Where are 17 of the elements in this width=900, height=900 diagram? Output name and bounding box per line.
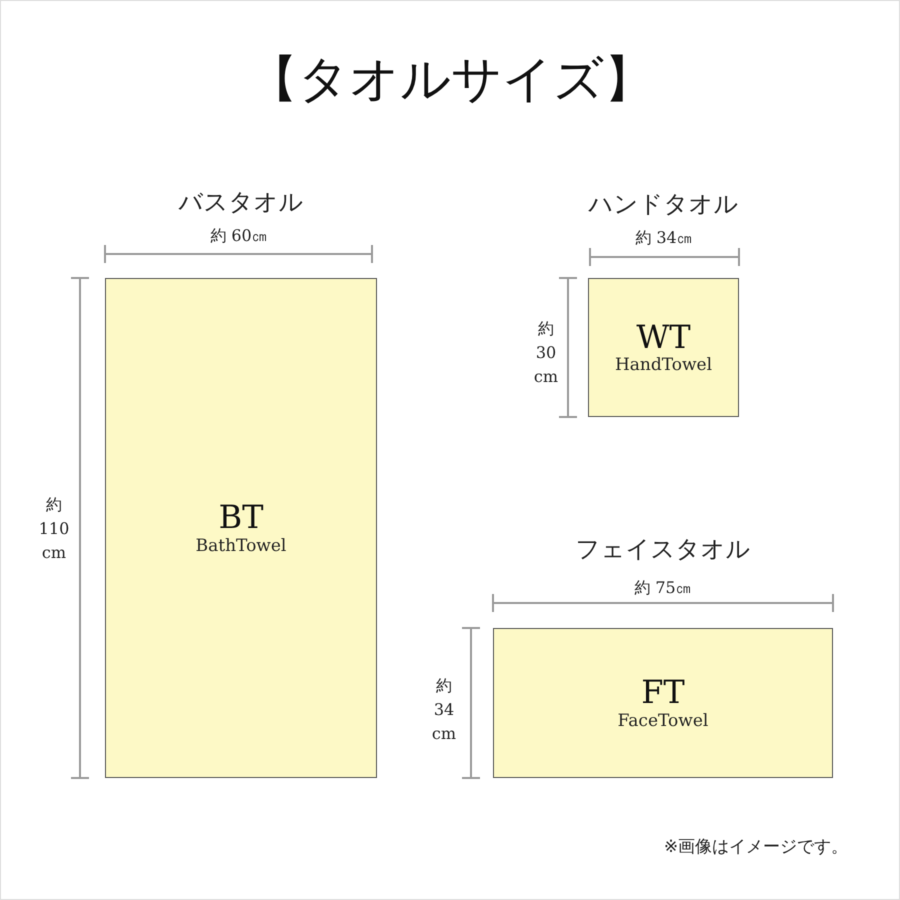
towel-code: WT (636, 320, 691, 356)
towel-name: HandTowel (614, 355, 712, 376)
towel-heading: バスタオル (178, 187, 304, 218)
dimension-label: 約 30 cm (532, 318, 560, 388)
dimension-label: 約 75㎝ (633, 578, 693, 599)
dimension-label: 約 34 cm (430, 675, 458, 745)
title: 【タオルサイズ】 (247, 49, 655, 110)
towel-code: FT (641, 675, 685, 711)
towel-code: BT (218, 500, 264, 536)
towel-name: FaceTowel (618, 710, 708, 731)
note-text: ※画像はイメージです。 (662, 836, 850, 858)
dimension-label: 約 60㎝ (209, 226, 269, 247)
towel-heading: ハンドタオル (587, 189, 740, 220)
towel-heading: フェイスタオル (574, 534, 752, 565)
towel-name: BathTowel (196, 536, 286, 556)
dimension-label: 約 110 cm (38, 494, 70, 564)
dimension-label: 約 34㎝ (634, 228, 694, 249)
